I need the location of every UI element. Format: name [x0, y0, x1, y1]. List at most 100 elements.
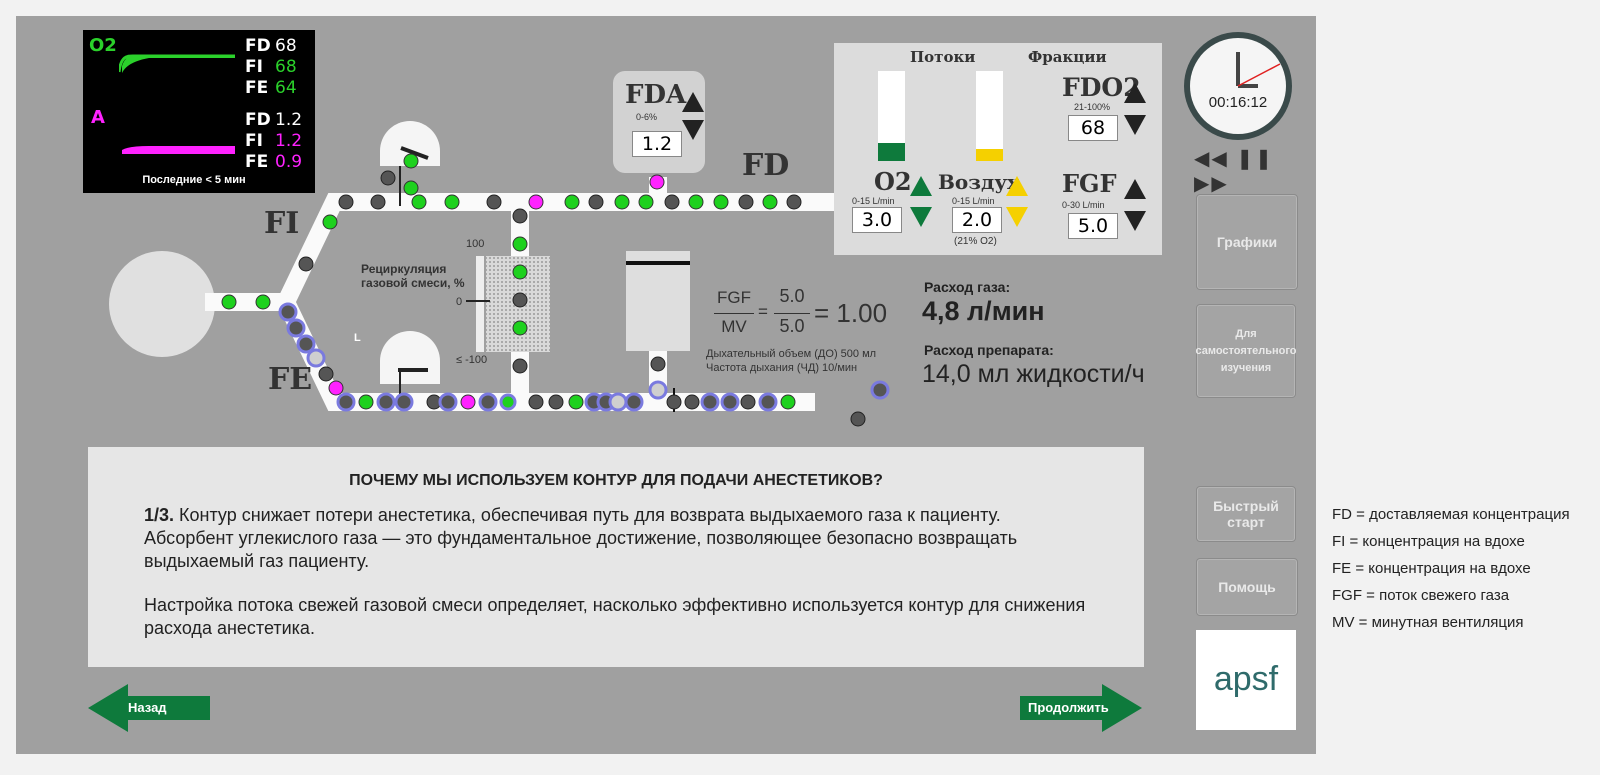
fgf-value[interactable]: 5.0 [1068, 213, 1118, 239]
air-up-arrow[interactable] [1006, 176, 1028, 196]
o2-range: 0-15 L/min [852, 196, 895, 206]
recirc-scale-top: 100 [466, 238, 485, 250]
lesson-title: ПОЧЕМУ МЫ ИСПОЛЬЗУЕМ КОНТУР ДЛЯ ПОДАЧИ А… [349, 472, 883, 489]
fdo2-range: 21-100% [1074, 102, 1111, 112]
monitor-row-label: FE [245, 78, 269, 98]
monitor-row-value: 68 [275, 36, 297, 56]
fi-label: FI [264, 206, 300, 241]
lung-bag [109, 251, 215, 357]
fe-label: FE [268, 362, 313, 397]
playback-controls: ◀◀ ❚❚ ▶▶ [1194, 146, 1316, 196]
vaporizer-down-arrow[interactable] [682, 120, 704, 140]
recirculation-label: Рециркуляция газовой смеси, % [361, 262, 465, 290]
recirculation-slider-track [476, 256, 484, 352]
o2-down-arrow[interactable] [910, 207, 932, 227]
clock-icon [1184, 32, 1292, 140]
gas-consumption-label: Расход газа: [924, 279, 1011, 295]
recirc-scale-mid: 0 [456, 296, 463, 308]
recirc-label-line2: газовой смеси, % [361, 276, 465, 290]
legend-item: FD = доставляемая концентрация [1332, 506, 1570, 523]
back-label[interactable]: Назад [128, 700, 167, 715]
recirc-scale-bottom: ≤ -100 [456, 354, 488, 366]
monitor-row-value: 64 [275, 78, 297, 98]
air-note: (21% O2) [954, 236, 997, 247]
help-button[interactable]: Помощь [1196, 558, 1298, 616]
back-button[interactable] [88, 684, 210, 732]
o2-label: O2 [874, 167, 912, 196]
apsf-logo-text: apsf [1213, 660, 1279, 698]
legend-item: MV = минутная вентиляция [1332, 614, 1524, 631]
pause-icon[interactable]: ❚❚ [1236, 148, 1274, 170]
legend-item: FI = концентрация на вдохе [1332, 533, 1525, 550]
resp-rate: Частота дыхания (ЧД) 10/мин [706, 362, 858, 374]
monitor-row-label: FI [245, 57, 263, 77]
monitor-o2-label: O2 [89, 35, 117, 56]
fast-forward-icon[interactable]: ▶▶ [1194, 173, 1229, 195]
apsf-logo: apsf [1196, 630, 1296, 730]
vaporizer-value[interactable]: 1.2 [632, 131, 682, 157]
flow-control-panel: Потоки Фракции O2 0-15 L/min 3.0 Воздух … [834, 43, 1162, 255]
o2-flow-level [878, 143, 905, 161]
formula-result-wrap: = 1.00 [814, 298, 888, 328]
air-label: Воздух [938, 170, 1020, 194]
fgf-range: 0-30 L/min [1062, 200, 1105, 210]
air-flow-value[interactable]: 2.0 [952, 207, 1002, 233]
inspiratory-valve [380, 121, 440, 166]
formula-result: 1.00 [836, 298, 888, 328]
legend-item: FE = концентрация на вдохе [1332, 560, 1531, 577]
fd-label: FD [742, 148, 790, 183]
o2-flow-value[interactable]: 3.0 [852, 207, 902, 233]
monitor-row-label: FD [245, 36, 271, 56]
monitor-footer: Последние < 5 мин [142, 174, 246, 186]
fgf-down-arrow[interactable] [1124, 211, 1146, 231]
breathing-params: Дыхательный объем (ДО) 500 мл Частота ды… [706, 347, 876, 375]
o2-up-arrow[interactable] [910, 176, 932, 196]
lesson-p1-text: Контур снижает потери анестетика, обеспе… [144, 505, 1018, 571]
air-flow-tube [976, 71, 1003, 161]
tidal-volume: Дыхательный объем (ДО) 500 мл [706, 348, 877, 360]
monitor-agent-label: A [91, 107, 105, 128]
next-label[interactable]: Продолжить [1028, 700, 1109, 715]
fgf-label: FGF [1062, 169, 1117, 198]
monitor-row-label: FI [245, 131, 263, 151]
expiratory-valve [380, 331, 440, 384]
fdo2-down-arrow[interactable] [1124, 115, 1146, 135]
formula-den: 5.0 [779, 316, 805, 336]
quick-start-button[interactable]: Быстрый старт [1196, 486, 1296, 542]
next-button[interactable] [1020, 684, 1142, 732]
o2-flow-tube [878, 71, 905, 161]
rewind-icon[interactable]: ◀◀ [1194, 148, 1229, 170]
lesson-paragraph-2: Настройка потока свежей газовой смеси оп… [144, 595, 1086, 638]
monitor-row-value: 0.9 [275, 152, 303, 172]
monitor-row-value: 1.2 [275, 110, 303, 130]
legend-item: FGF = поток свежего газа [1332, 587, 1510, 604]
monitor-row-value: 1.2 [275, 131, 303, 151]
fgf-up-arrow[interactable] [1124, 179, 1146, 199]
self-study-button[interactable]: Для самостоятельного изучения [1195, 304, 1297, 398]
fdo2-up-arrow[interactable] [1124, 83, 1146, 103]
gas-consumption-value: 4,8 л/мин [922, 296, 1045, 326]
air-down-arrow[interactable] [1006, 207, 1028, 227]
formula-fgf: FGF [717, 288, 751, 307]
drug-consumption-label: Расход препарата: [924, 342, 1054, 358]
recirc-label-line1: Рециркуляция [361, 262, 447, 276]
vaporizer-range: 0-6% [636, 112, 658, 122]
ventilator-bellows [626, 251, 690, 351]
fractions-title: Фракции [1028, 48, 1107, 66]
formula-mv: MV [721, 317, 747, 336]
fdo2-value[interactable]: 68 [1068, 115, 1118, 141]
simulator-stage: FI FE FD L Рециркуляция газовой смеси, %… [16, 16, 1316, 754]
monitor-row-label: FE [245, 152, 269, 172]
l-marker: L [354, 332, 361, 344]
flows-title: Потоки [910, 48, 976, 66]
gas-molecules [221, 153, 890, 427]
monitor-waveforms [119, 54, 235, 160]
lesson-text-box: ПОЧЕМУ МЫ ИСПОЛЬЗУЕМ КОНТУР ДЛЯ ПОДАЧИ А… [88, 447, 1144, 667]
air-range: 0-15 L/min [952, 196, 995, 206]
graphs-button[interactable]: Графики [1196, 194, 1298, 290]
formula-eq1: = [758, 302, 768, 321]
lesson-step: 1/3. [144, 505, 175, 525]
formula-num: 5.0 [779, 286, 805, 306]
vaporizer-up-arrow[interactable] [682, 92, 704, 112]
